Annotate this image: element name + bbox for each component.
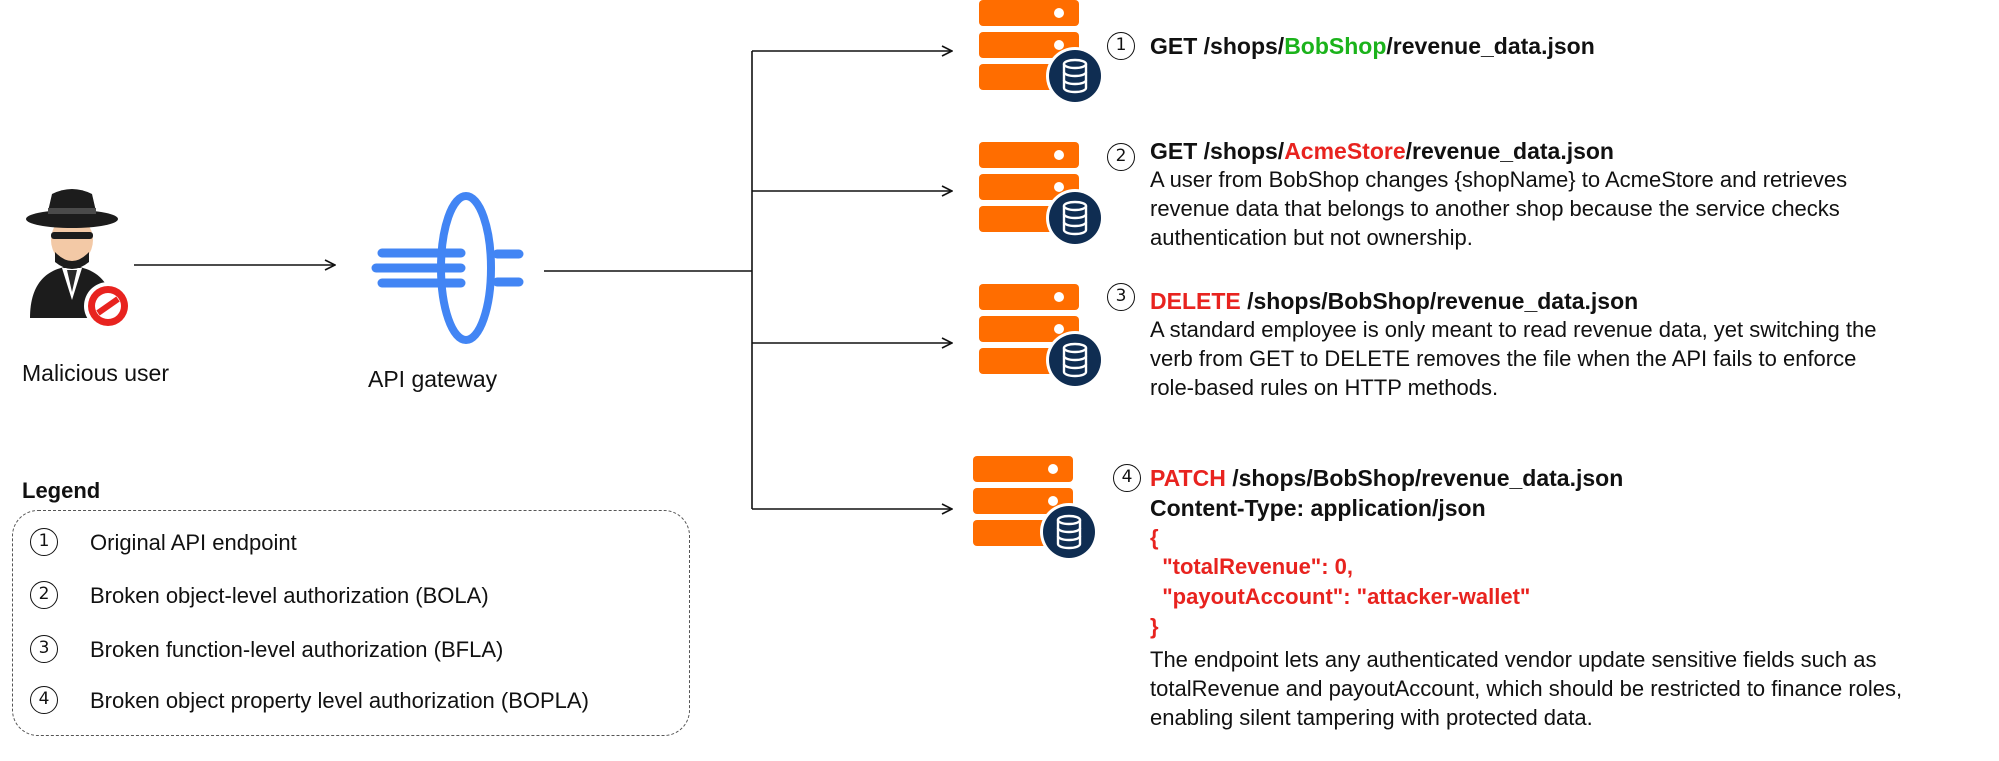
legend-item-4-number: 4 <box>30 686 58 714</box>
endpoint-4-description-line: enabling silent tampering with protected… <box>1150 705 1593 730</box>
malicious-user-label: Malicious user <box>22 360 169 386</box>
endpoint-1-number: 1 <box>1107 32 1135 60</box>
server-4-icon <box>971 454 1100 563</box>
endpoint-4-description-line: The endpoint lets any authenticated vend… <box>1150 647 1877 672</box>
endpoint-3-method: DELETE <box>1150 288 1241 314</box>
endpoint-4-description: The endpoint lets any authenticated vend… <box>1150 645 1902 732</box>
malicious-user-icon <box>26 189 132 330</box>
legend-item-3-label: Broken function-level authorization (BFL… <box>90 637 504 662</box>
legend-item-2-number: 2 <box>30 581 58 609</box>
endpoint-4-method: PATCH <box>1150 465 1226 491</box>
connectors <box>134 51 952 509</box>
endpoint-3-request: DELETE /shops/BobShop/revenue_data.json <box>1150 288 1638 315</box>
server-1-icon <box>977 0 1106 107</box>
endpoint-3-number: 3 <box>1107 283 1135 311</box>
endpoint-1-path-suffix: /revenue_data.json <box>1386 33 1595 59</box>
endpoint-4-description-line: totalRevenue and payoutAccount, which sh… <box>1150 676 1903 701</box>
endpoint-3-description-line: A standard employee is only meant to rea… <box>1150 317 1877 342</box>
endpoint-4-json-line: "payoutAccount": "attacker-wallet" <box>1150 584 1531 609</box>
endpoint-2-path-prefix: /shops/ <box>1203 138 1285 164</box>
legend-title: Legend <box>22 478 101 503</box>
endpoint-4-json-line: { <box>1150 525 1159 550</box>
endpoint-1-method: GET <box>1150 33 1198 59</box>
legend-box <box>12 510 690 736</box>
endpoint-2-method: GET <box>1150 138 1198 164</box>
endpoint-1-request: GET /shops/BobShop/revenue_data.json <box>1150 33 1595 60</box>
endpoint-4-json-line: "totalRevenue": 0, <box>1150 554 1354 579</box>
endpoint-4-request: PATCH /shops/BobShop/revenue_data.json <box>1150 465 1623 492</box>
legend-item-4-label: Broken object property level authorizati… <box>90 688 589 713</box>
endpoint-3-description-line: role-based rules on HTTP methods. <box>1150 375 1499 400</box>
endpoint-2-request: GET /shops/AcmeStore/revenue_data.json <box>1150 138 1614 165</box>
endpoint-2-number: 2 <box>1107 143 1135 171</box>
endpoint-1-shop: BobShop <box>1284 33 1387 59</box>
endpoint-2-description-line: A user from BobShop changes {shopName} t… <box>1150 167 1848 192</box>
endpoint-2-description: A user from BobShop changes {shopName} t… <box>1150 165 1847 252</box>
server-3-icon <box>977 282 1106 391</box>
legend-item-1-number: 1 <box>30 528 58 556</box>
endpoint-4-content-type: Content-Type: application/json <box>1150 495 1486 521</box>
endpoint-2-shop: AcmeStore <box>1284 138 1406 164</box>
api-gateway-icon <box>371 192 524 344</box>
api-gateway-label: API gateway <box>368 366 498 392</box>
endpoint-3-description-line: verb from GET to DELETE removes the file… <box>1150 346 1857 371</box>
endpoint-2-description-line: authentication but not ownership. <box>1150 225 1473 250</box>
endpoint-4-path: /shops/BobShop/revenue_data.json <box>1232 465 1624 491</box>
endpoint-2-description-line: revenue data that belongs to another sho… <box>1150 196 1840 221</box>
legend-item-3-number: 3 <box>30 635 58 663</box>
endpoint-1-path-prefix: /shops/ <box>1203 33 1285 59</box>
legend-item-2-label: Broken object-level authorization (BOLA) <box>90 583 489 608</box>
endpoint-4-number: 4 <box>1113 464 1141 492</box>
endpoint-2-path-suffix: /revenue_data.json <box>1405 138 1614 164</box>
endpoint-3-path: /shops/BobShop/revenue_data.json <box>1247 288 1639 314</box>
server-2-icon <box>977 140 1106 249</box>
legend-item-1-label: Original API endpoint <box>90 530 297 555</box>
endpoint-3-description: A standard employee is only meant to rea… <box>1150 315 1876 402</box>
endpoint-4-json-line: } <box>1150 614 1159 639</box>
